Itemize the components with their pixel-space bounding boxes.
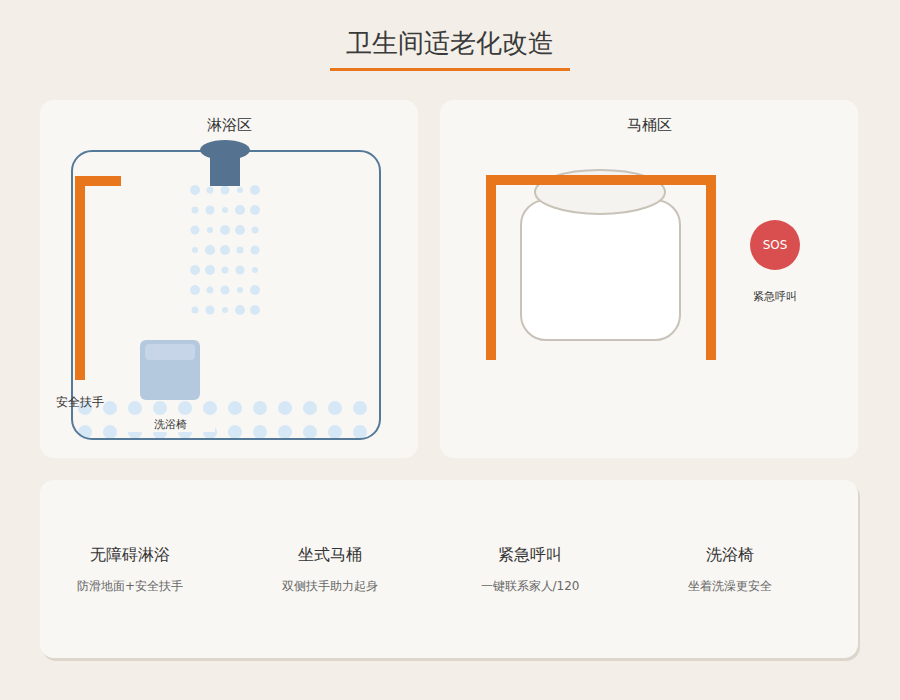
bottom-panel bbox=[40, 480, 858, 658]
feature-heading: 坐式马桶 bbox=[255, 545, 405, 566]
handrail-label: 安全扶手 bbox=[40, 394, 120, 411]
feature-heading: 洗浴椅 bbox=[655, 545, 805, 566]
chair-label: 洗浴椅 bbox=[125, 417, 215, 432]
feature-heading: 紧急呼叫 bbox=[455, 545, 605, 566]
zone-heading: 马桶区 bbox=[440, 116, 858, 135]
chair-seat bbox=[140, 340, 200, 400]
sos-circle: SOS bbox=[750, 220, 800, 270]
feature-note: 防滑地面+安全扶手 bbox=[55, 578, 205, 595]
feature-note: 双侧扶手助力起身 bbox=[255, 578, 405, 595]
page-title: 卫生间适老化改造 bbox=[0, 26, 900, 61]
shower-chair: 洗浴椅 bbox=[125, 340, 215, 435]
zone-heading: 淋浴区 bbox=[40, 116, 418, 135]
chair-back bbox=[145, 344, 195, 360]
sos-button: SOS 紧急呼叫 bbox=[740, 215, 810, 307]
sos-text: SOS bbox=[763, 238, 788, 252]
feature-note: 一键联系家人/120 bbox=[455, 578, 605, 595]
feature-item: 洗浴椅坐着洗澡更安全 bbox=[655, 545, 805, 605]
zone-panel: 马桶区 SOS 紧急呼叫 bbox=[440, 100, 858, 458]
feature-item: 无障碍淋浴防滑地面+安全扶手 bbox=[55, 545, 205, 605]
feature-note: 坐着洗澡更安全 bbox=[655, 578, 805, 595]
feature-item: 坐式马桶双侧扶手助力起身 bbox=[255, 545, 405, 605]
feature-heading: 无障碍淋浴 bbox=[55, 545, 205, 566]
feature-item: 紧急呼叫一键联系家人/120 bbox=[455, 545, 605, 605]
sos-label: 紧急呼叫 bbox=[740, 289, 810, 304]
